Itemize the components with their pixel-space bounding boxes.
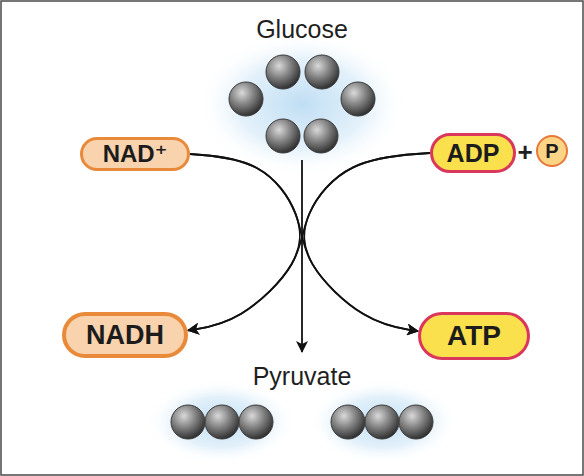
- pyruvate-molecule: [171, 405, 273, 439]
- carbon-atom: [239, 405, 273, 439]
- node-text: NADH: [86, 320, 164, 351]
- glow: [308, 380, 458, 464]
- carbon-atom: [341, 82, 375, 116]
- reaction-connector: [188, 154, 300, 330]
- carbon-atom: [304, 119, 338, 153]
- node-text: P: [545, 140, 558, 163]
- molecule-name: Glucose: [256, 15, 348, 44]
- node-text: NAD⁺: [103, 140, 168, 168]
- cofactor-pill: NADH: [62, 312, 188, 358]
- carbon-atom: [266, 55, 300, 89]
- node-text: ATP: [447, 320, 501, 352]
- reaction-arrow: [301, 160, 303, 352]
- glow: [197, 32, 407, 176]
- nucleotide-pill: ATP: [418, 312, 530, 360]
- glucose-molecule: [229, 55, 375, 153]
- glow: [146, 380, 296, 464]
- carbon-atom: [205, 405, 239, 439]
- carbon-atom: [171, 405, 205, 439]
- carbon-atom: [229, 82, 263, 116]
- cofactor-pill: NAD⁺: [80, 137, 190, 171]
- molecule-name: Pyruvate: [253, 362, 352, 391]
- nucleotide-pill: ADP: [430, 133, 516, 173]
- plus-sign: +: [517, 137, 532, 168]
- pyruvate-molecule: [331, 405, 433, 439]
- carbon-atom: [305, 55, 339, 89]
- phosphate-circle: P: [536, 135, 568, 167]
- carbon-atom: [331, 405, 365, 439]
- carbon-atom: [365, 405, 399, 439]
- reaction-connector: [188, 153, 430, 330]
- carbon-atom: [399, 405, 433, 439]
- reaction-connector: [304, 153, 430, 331]
- carbon-atom: [266, 119, 300, 153]
- node-text: ADP: [447, 139, 500, 168]
